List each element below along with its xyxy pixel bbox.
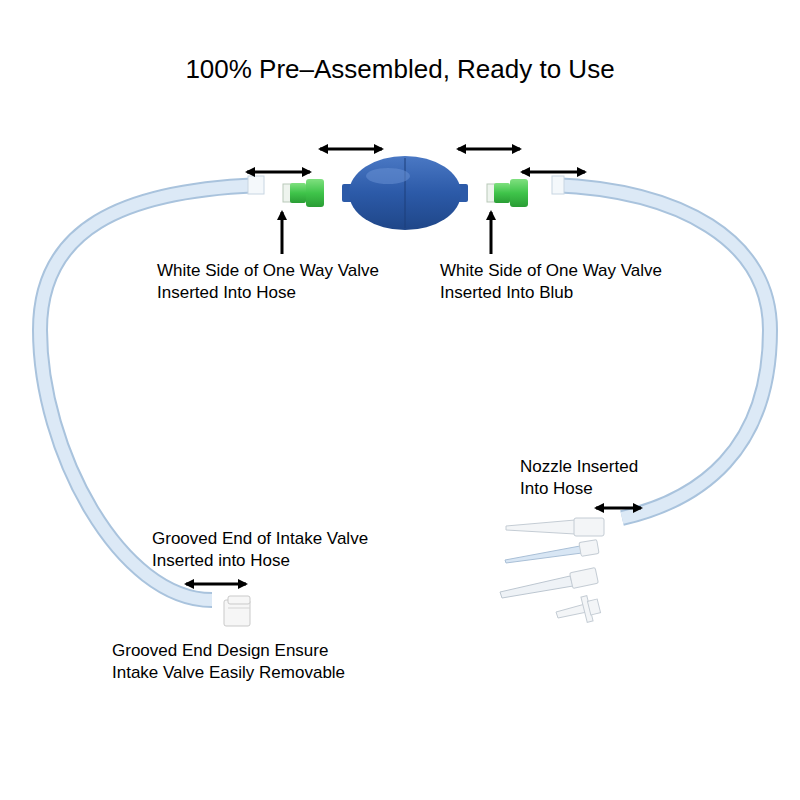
- nozzle: [505, 540, 599, 563]
- intake-valve: [224, 596, 250, 626]
- pump-bulb: [342, 156, 468, 230]
- hose-cuff: [248, 176, 264, 194]
- diagram-title: 100% Pre–Assembled, Ready to Use: [185, 54, 614, 85]
- callout-label: White Side of One Way Valve Inserted Int…: [440, 260, 690, 304]
- nozzle: [506, 518, 604, 536]
- direction-arrows: [186, 149, 641, 584]
- note-label: Grooved End Design Ensure Intake Valve E…: [112, 640, 374, 684]
- hose-cuff: [552, 176, 564, 194]
- callout-label: Nozzle Inserted Into Hose: [520, 456, 658, 500]
- one-way-valve: [487, 179, 528, 207]
- callout-label: White Side of One Way Valve Inserted Int…: [157, 260, 407, 304]
- nozzle: [500, 567, 598, 598]
- nozzle: [556, 596, 601, 623]
- callout-label: Grooved End of Intake Valve Inserted int…: [152, 528, 397, 572]
- one-way-valve: [283, 179, 324, 207]
